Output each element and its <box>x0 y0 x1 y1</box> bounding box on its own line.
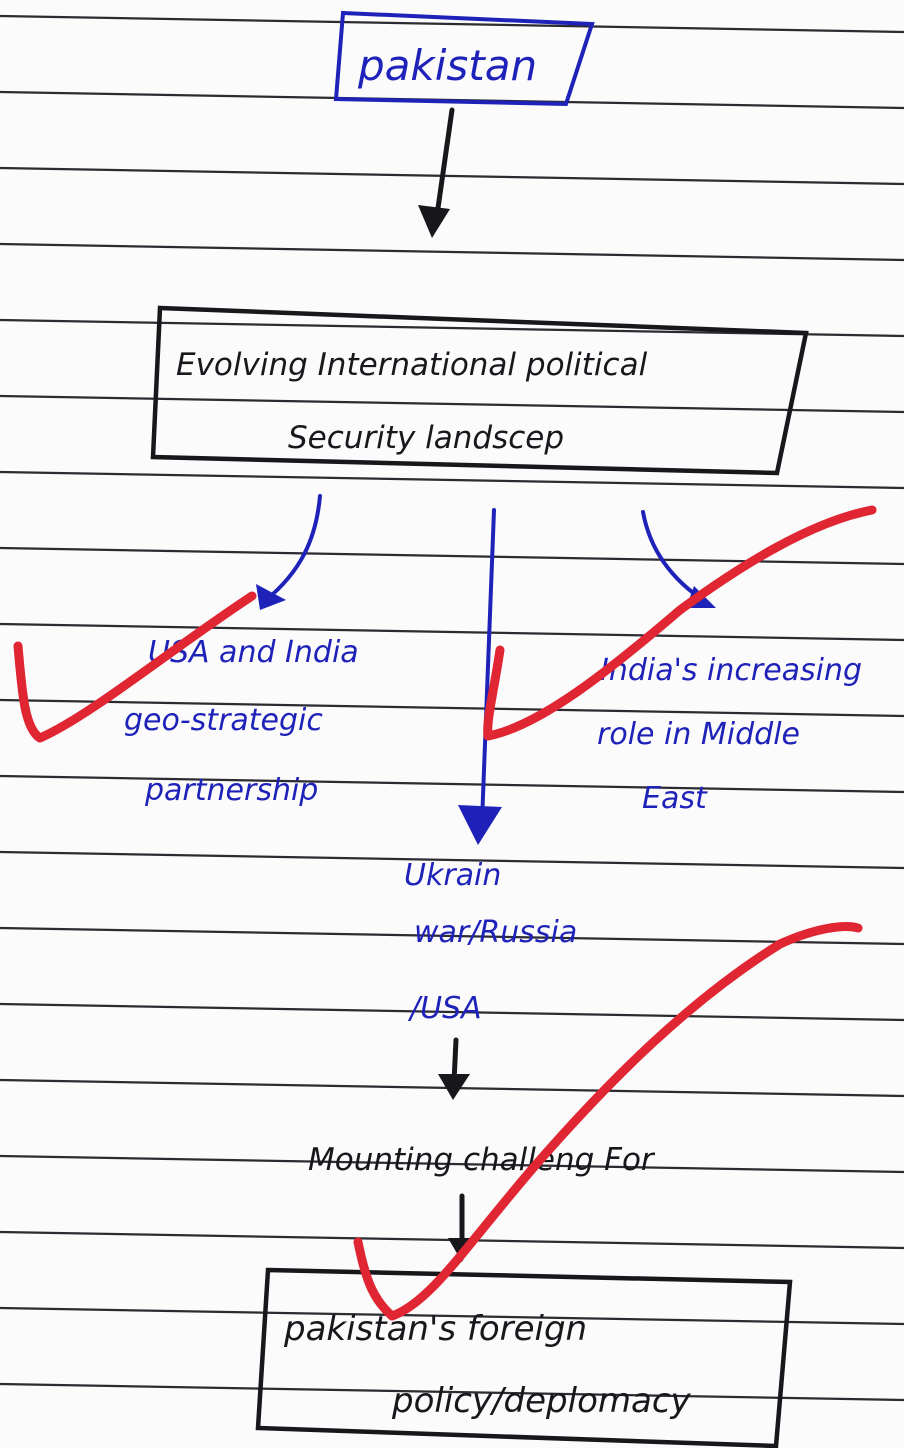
arrowhead-center-icon <box>458 805 502 845</box>
ruled-line <box>0 774 904 794</box>
ruled-line <box>0 698 904 718</box>
landscape-node: Evolving International political Securit… <box>150 305 809 476</box>
arrow-center-icon <box>480 508 496 824</box>
foreign-policy-node: pakistan's foreign policy/deplomacy <box>255 1267 793 1448</box>
ruled-line <box>0 926 904 946</box>
pakistan-label: pakistan <box>357 41 537 90</box>
usa-india-line3: partnership <box>144 773 318 808</box>
ukraine-line2: war/Russia <box>414 915 577 950</box>
arrowhead-left-icon <box>256 584 286 610</box>
arrow-right-icon <box>641 510 708 604</box>
arrow-left-icon <box>264 494 322 602</box>
foreign-policy-line1: pakistan's foreign <box>283 1309 587 1349</box>
middle-east-line3: East <box>642 781 708 816</box>
foreign-policy-box <box>255 1267 793 1448</box>
middle-east-node: India's increasing role in Middle East <box>597 653 862 816</box>
middle-east-line2: role in Middle <box>597 717 800 752</box>
ukraine-line3: /USA <box>407 991 482 1026</box>
usa-india-line2: geo-strategic <box>124 703 323 738</box>
arrow-down-icon <box>418 107 455 238</box>
usa-india-line1: USA and India <box>148 635 359 670</box>
ruled-line <box>0 242 904 262</box>
ruled-line <box>0 1002 904 1022</box>
landscape-label-line1: Evolving International political <box>176 347 648 383</box>
red-checkmark-icon <box>353 922 863 1321</box>
ruled-line <box>0 1306 904 1326</box>
ruled-line <box>0 470 904 490</box>
ruled-line <box>0 622 904 642</box>
ruled-line <box>0 14 904 34</box>
arrow-down-icon <box>438 1037 470 1100</box>
landscape-label-line2: Security landscep <box>288 420 564 456</box>
landscape-box <box>150 305 809 476</box>
pakistan-box <box>333 10 595 107</box>
red-checkmark-icon <box>13 591 257 743</box>
middle-east-line1: India's increasing <box>600 653 862 688</box>
foreign-policy-line2: policy/deplomacy <box>391 1381 692 1421</box>
ukraine-line1: Ukrain <box>404 858 501 893</box>
red-checkmark-icon <box>483 505 877 741</box>
ruled-line <box>0 1154 904 1174</box>
ruled-line <box>0 1382 904 1402</box>
ruled-line <box>0 166 904 186</box>
challenge-label: Mounting challeng For <box>308 1142 656 1178</box>
pakistan-node: pakistan <box>333 10 595 107</box>
ruled-line <box>0 394 904 414</box>
ruled-line <box>0 318 904 338</box>
ukraine-war-node: Ukrain war/Russia /USA <box>404 858 577 1026</box>
grading-marks <box>13 505 877 1321</box>
ruled-line <box>0 850 904 870</box>
